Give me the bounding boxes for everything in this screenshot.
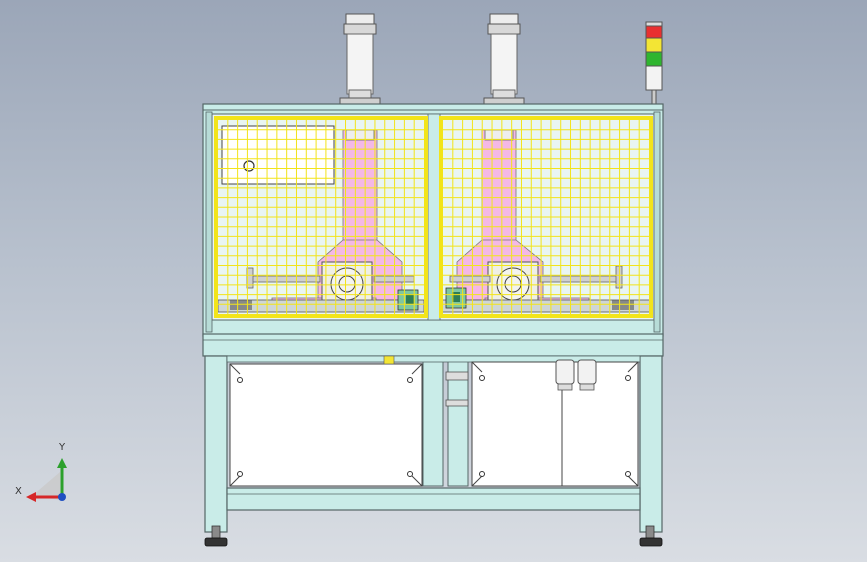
right-cylinder xyxy=(483,13,525,107)
signal-tower-icon xyxy=(645,21,663,107)
signal-light-yellow xyxy=(645,37,663,53)
triad-y-label: Y xyxy=(59,442,66,453)
triad-x-label: X xyxy=(15,486,22,497)
xyz-axis-triad-icon xyxy=(26,458,67,502)
lower-right-panel xyxy=(471,361,639,487)
air-filters xyxy=(555,359,597,391)
left-panel xyxy=(221,125,335,185)
lower-frame xyxy=(204,355,663,533)
leveling-feet xyxy=(204,525,663,547)
left-cylinder xyxy=(339,13,381,107)
table-top xyxy=(202,333,664,357)
lower-left-panel xyxy=(229,363,423,487)
signal-light-red xyxy=(645,25,663,39)
signal-light-green xyxy=(645,51,663,67)
safety-guards xyxy=(214,116,653,318)
